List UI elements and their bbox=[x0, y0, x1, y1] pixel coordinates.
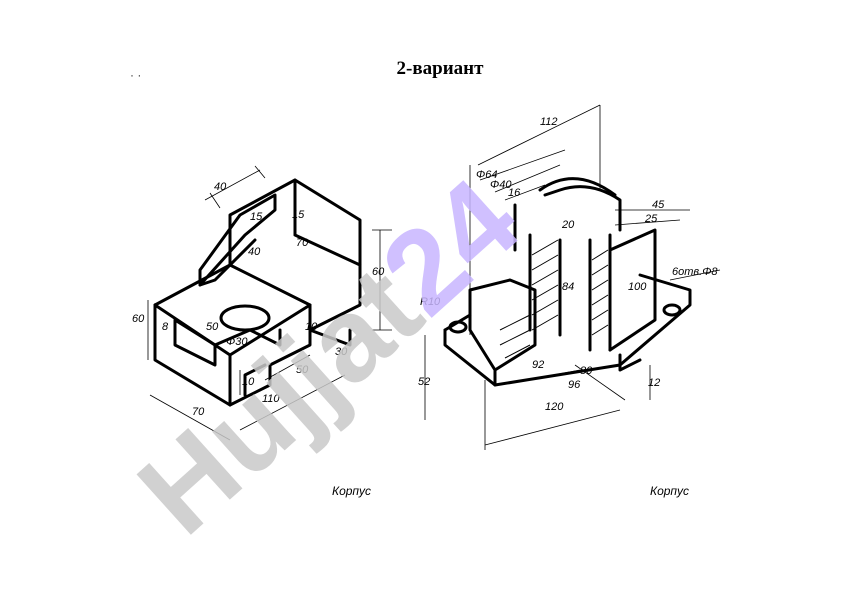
left-feet bbox=[228, 328, 352, 407]
right-dim-len-a: 92 bbox=[532, 359, 544, 371]
right-right-block bbox=[608, 228, 657, 352]
right-dim-len-c: 96 bbox=[568, 379, 581, 391]
left-dim-step: 8 bbox=[162, 321, 169, 333]
left-dim-slot-depth: 10 bbox=[305, 321, 318, 333]
right-dim-radius: R10 bbox=[420, 296, 441, 308]
left-part-drawing bbox=[153, 178, 362, 407]
right-dim-len-total: 120 bbox=[545, 401, 564, 413]
right-dimension-lines bbox=[424, 104, 721, 450]
right-flange-hole-right bbox=[662, 303, 682, 317]
left-back-edges bbox=[293, 178, 362, 267]
left-foot-edge bbox=[243, 363, 267, 397]
left-dim-slot-width: 50 bbox=[206, 321, 219, 333]
right-dim-d-inner: Φ40 bbox=[490, 179, 512, 191]
left-dimension-labels: 40 15 15 40 70 60 60 8 50 Φ30 10 10 50 3… bbox=[132, 181, 385, 418]
right-cylinder-walls bbox=[528, 233, 612, 352]
right-dim-flange-b: 25 bbox=[644, 213, 658, 225]
right-dim-d-outer: Φ64 bbox=[476, 169, 497, 181]
right-section-hatching bbox=[499, 239, 609, 359]
left-dim-height: 60 bbox=[372, 266, 385, 278]
left-dim-hole: Φ30 bbox=[226, 336, 248, 348]
page-title: 2-вариант bbox=[396, 58, 484, 79]
left-rib-edge bbox=[198, 238, 257, 287]
left-dim-foot-len: 50 bbox=[296, 364, 309, 376]
left-base-top-outline bbox=[153, 263, 312, 357]
left-dim-depth: 70 bbox=[192, 406, 205, 418]
right-dim-flange-a: 45 bbox=[652, 199, 665, 211]
right-dim-len-b: 80 bbox=[580, 365, 593, 377]
right-dim-thick: 12 bbox=[648, 377, 660, 389]
right-dim-base-h: 52 bbox=[418, 376, 430, 388]
stray-marks: · · bbox=[130, 68, 142, 82]
left-dim-foot-height: 10 bbox=[242, 376, 255, 388]
left-dim-rib-height: 70 bbox=[296, 237, 309, 249]
right-flange-hole-left bbox=[448, 320, 468, 334]
right-dim-wall: 16 bbox=[508, 187, 521, 199]
left-rib bbox=[198, 193, 277, 287]
right-step bbox=[618, 353, 642, 372]
right-dim-width: 100 bbox=[628, 281, 647, 293]
left-dim-top-width: 40 bbox=[214, 181, 227, 193]
left-dim-foot-gap: 30 bbox=[335, 346, 348, 358]
left-dimension-lines bbox=[147, 165, 392, 441]
left-dim-rib-b: 15 bbox=[292, 209, 305, 221]
left-dim-length: 110 bbox=[262, 393, 280, 405]
left-dim-rib-a: 15 bbox=[250, 211, 263, 223]
left-dim-left-height: 60 bbox=[132, 313, 145, 325]
watermark-text: Hujjat24 bbox=[114, 154, 543, 559]
right-cylinder-top bbox=[513, 185, 622, 252]
left-slot-top bbox=[213, 328, 282, 347]
left-dim-slot: 40 bbox=[248, 246, 261, 258]
right-cylinder-rim bbox=[538, 177, 617, 197]
right-dimension-labels: 112 Φ64 Φ40 16 20 45 25 6отв.Φ8 R10 84 1… bbox=[418, 116, 718, 413]
left-hole bbox=[219, 304, 271, 332]
left-slot bbox=[173, 318, 217, 367]
right-dim-overall: 112 bbox=[540, 116, 558, 128]
right-part-caption: Корпус bbox=[650, 484, 689, 498]
left-part-caption: Корпус bbox=[332, 484, 371, 498]
right-dim-height-inner: 84 bbox=[562, 281, 574, 293]
right-dim-holes: 6отв.Φ8 bbox=[672, 266, 718, 278]
right-dim-top-h: 20 bbox=[561, 219, 575, 231]
